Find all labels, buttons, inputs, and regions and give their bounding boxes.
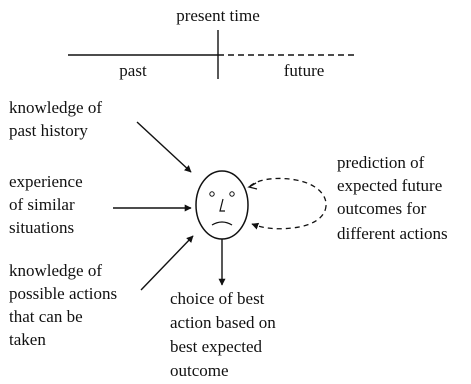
right-eye — [229, 191, 235, 197]
prediction-line: prediction of — [337, 153, 425, 172]
left-eye — [209, 191, 215, 197]
input-experience-label: experience of similar situations — [9, 172, 87, 237]
future-label: future — [284, 61, 325, 80]
choice-line: best expected — [170, 337, 263, 356]
past-label: past — [119, 61, 147, 80]
input-actions-line: that can be — [9, 307, 83, 326]
choice-label: choice of best action based on best expe… — [170, 289, 280, 380]
nose — [219, 198, 225, 212]
prediction-line: expected future — [337, 176, 442, 195]
input-history-line: knowledge of — [9, 98, 102, 117]
prediction-label: prediction of expected future outcomes f… — [337, 153, 448, 243]
thinking-face-icon — [195, 170, 249, 240]
input-actions-line: knowledge of — [9, 261, 102, 280]
input-history-line: past history — [9, 121, 88, 140]
input-actions-line: taken — [9, 330, 46, 349]
prediction-line: outcomes for — [337, 199, 427, 218]
frown-mouth — [211, 221, 233, 226]
prediction-line: different actions — [337, 224, 448, 243]
choice-line: outcome — [170, 361, 229, 380]
prediction-loop-back — [251, 205, 327, 230]
input-history-label: knowledge of past history — [9, 98, 106, 140]
input-experience-line: experience — [9, 172, 83, 191]
input-experience-line: situations — [9, 218, 74, 237]
prediction-loop-out — [249, 177, 327, 207]
arrow-history-to-head — [136, 121, 192, 173]
input-experience-line: of similar — [9, 195, 75, 214]
prediction-loop-start-arrow — [247, 182, 258, 190]
timeline: present time past future — [68, 6, 357, 80]
present-time-label: present time — [176, 6, 260, 25]
input-actions-line: possible actions — [9, 284, 117, 303]
choice-line: action based on — [170, 313, 276, 332]
input-actions-label: knowledge of possible actions that can b… — [9, 261, 121, 349]
arrow-actions-to-head — [140, 235, 194, 291]
choice-line: choice of best — [170, 289, 265, 308]
